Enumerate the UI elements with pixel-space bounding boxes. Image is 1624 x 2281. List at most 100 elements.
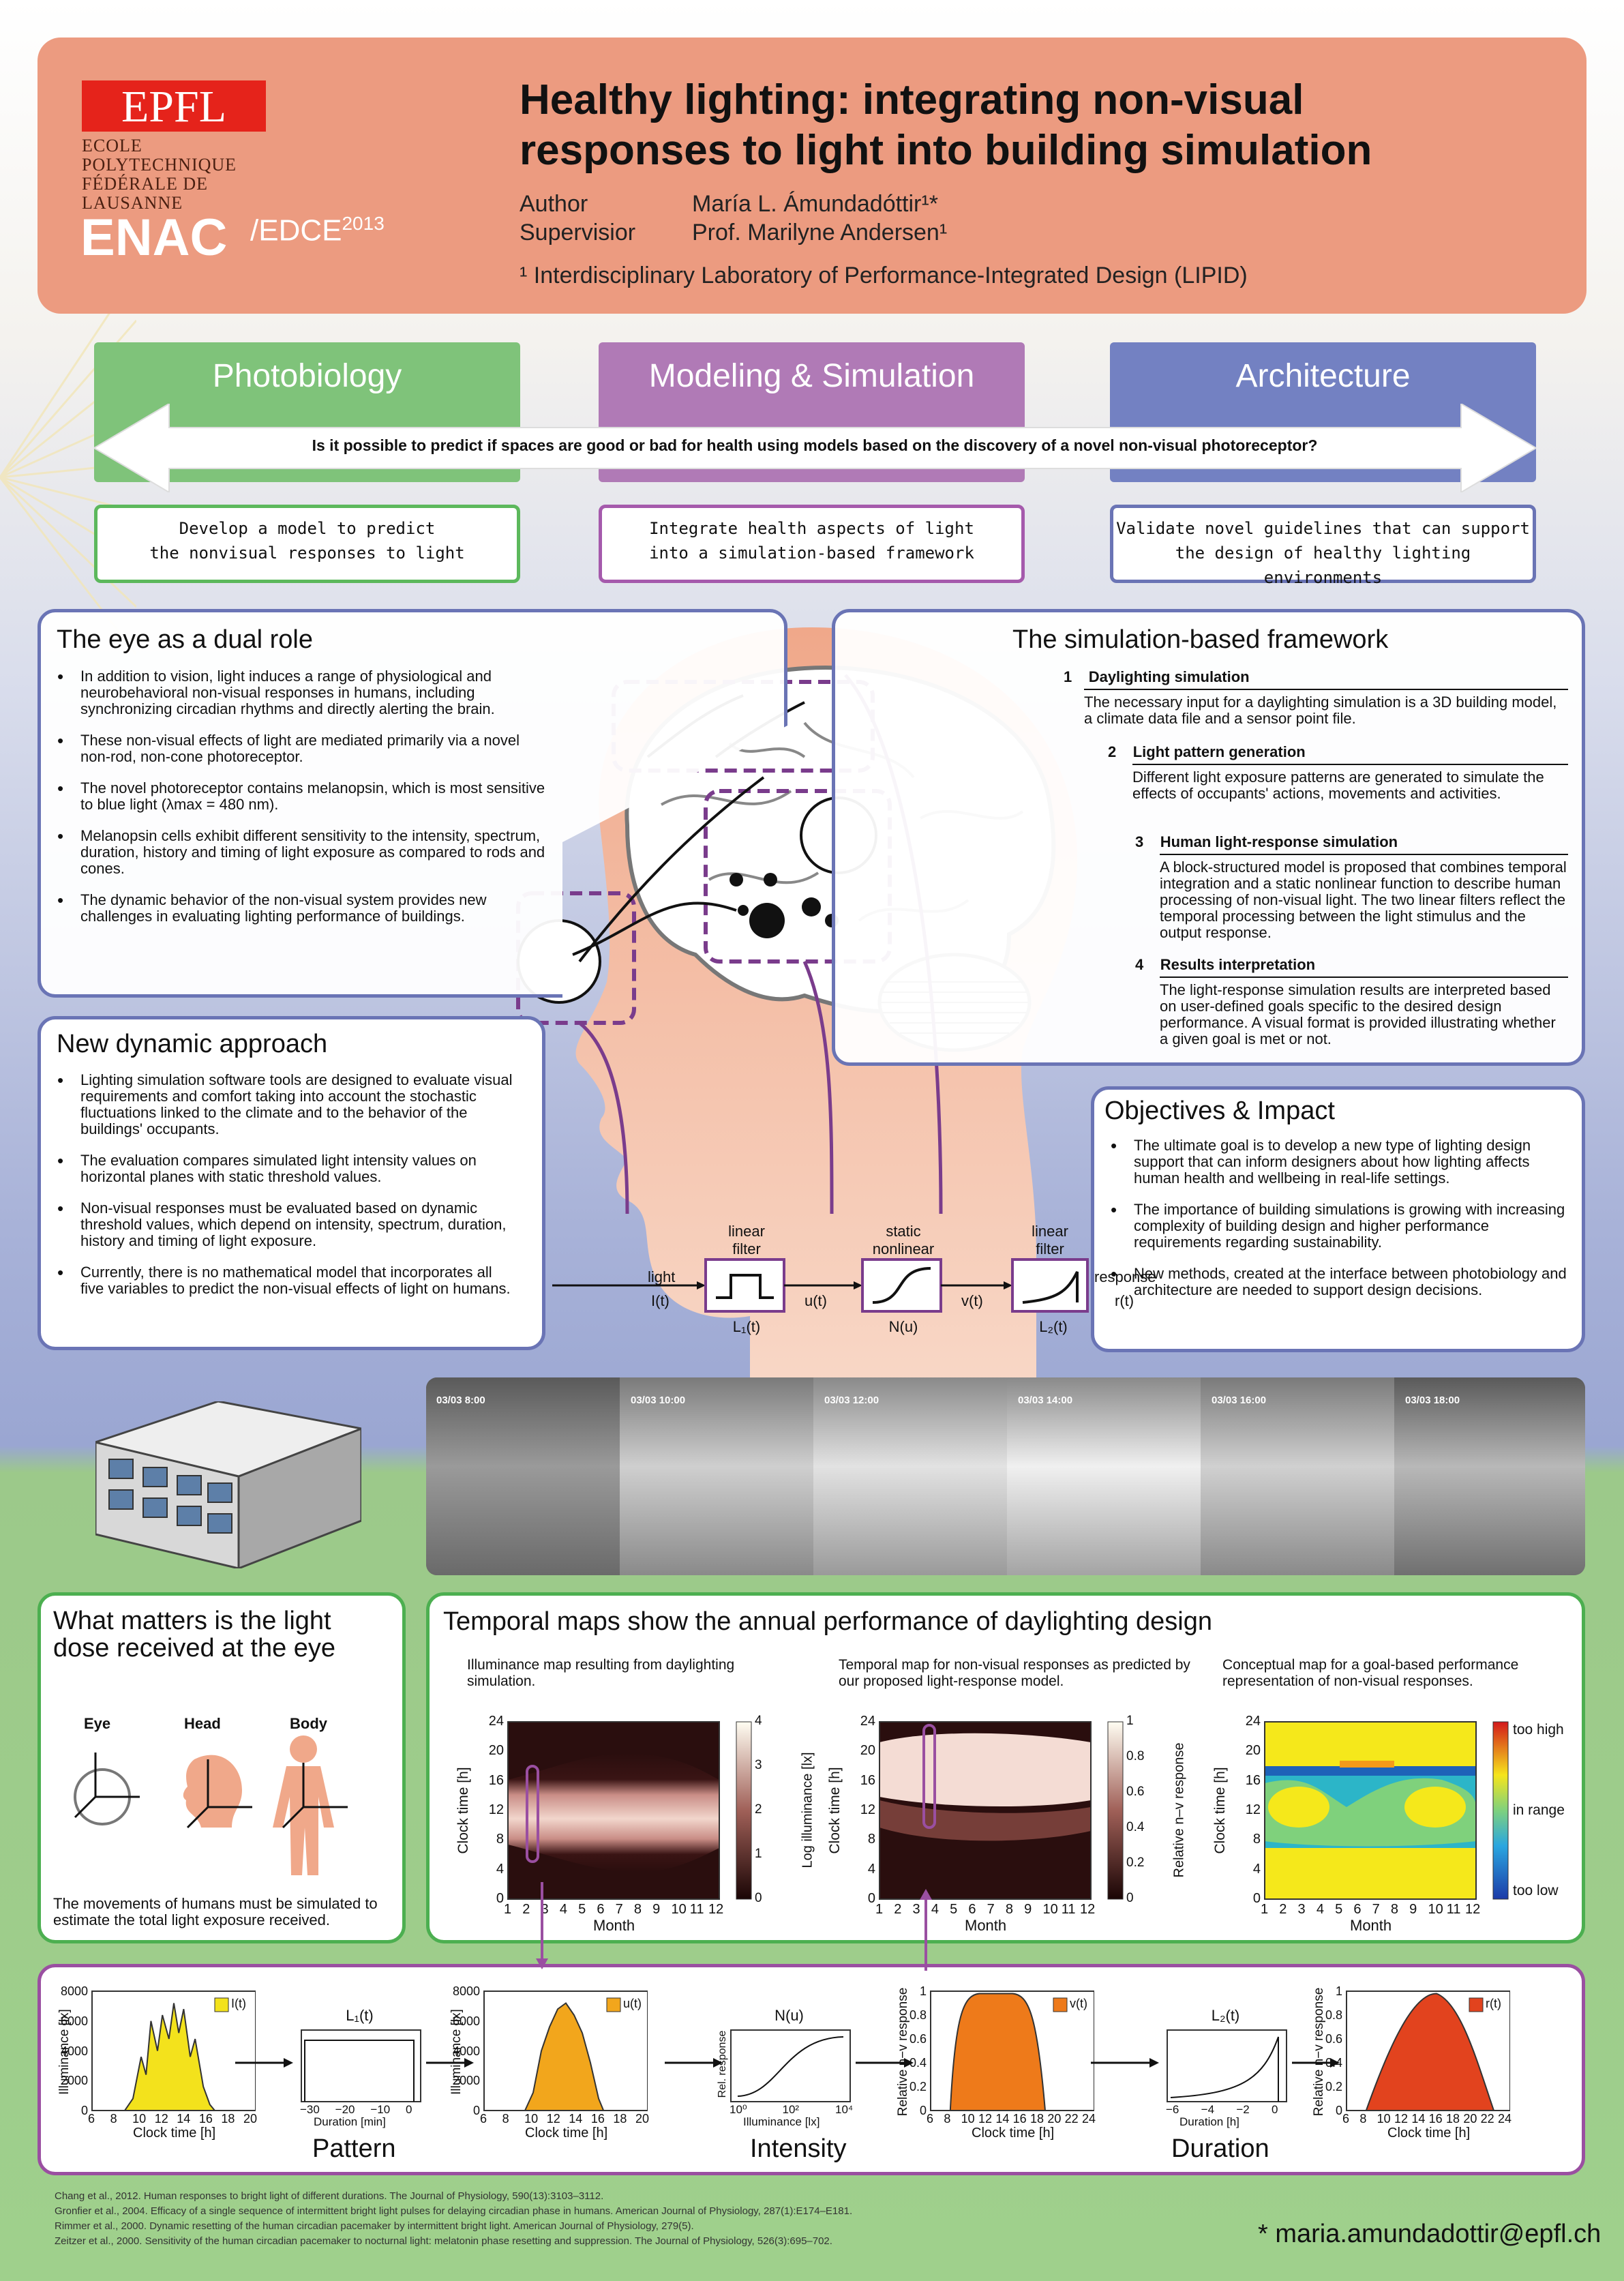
x-tick-label: 8 <box>502 2112 509 2126</box>
y-tick-label: 2000 <box>60 2074 88 2088</box>
y-tick-label: 0 <box>919 2104 927 2117</box>
x-axis-label: Clock time [h] <box>525 2126 608 2141</box>
x-axis-label: Illuminance [lx] <box>743 2115 820 2128</box>
pipeline-chart-filtered <box>483 1991 648 2111</box>
framework-panel-title: The simulation-based framework <box>1012 625 1389 654</box>
framework-step-3: 3 Human light-response simulation A bloc… <box>1135 833 1568 941</box>
filter-title: N(u) <box>775 2007 804 2024</box>
photo-timestamp: 03/03 18:00 <box>1405 1395 1460 1406</box>
y-tick-label: 20 <box>488 1743 504 1759</box>
y-tick-label: 12 <box>488 1802 504 1817</box>
colorbar-label: Relative n–v response <box>1171 1742 1187 1878</box>
pipeline-chart-light-input <box>91 1991 256 2111</box>
stage-label-intensity: Intensity <box>750 2134 847 2163</box>
filter-curve <box>737 2036 844 2097</box>
legend-label: v(t) <box>1070 1997 1087 2010</box>
x-tick-label: 12 <box>708 1902 724 1917</box>
colorbar-tick-label: 0 <box>755 1891 762 1905</box>
y-axis-label: Illuminance [lx] <box>57 2008 72 2095</box>
block-output-sym: r(t) <box>1115 1292 1134 1309</box>
bullet: The novel photoreceptor contains melanop… <box>55 780 545 813</box>
x-tick-label: 5 <box>578 1902 586 1917</box>
x-tick-label: 22 <box>1480 2112 1494 2126</box>
stage-label-pattern: Pattern <box>312 2134 396 2163</box>
label-body: Body <box>290 1715 327 1732</box>
framework-step-2: 2 Light pattern generation Different lig… <box>1108 743 1568 802</box>
y-tick-label: 1 <box>1335 1984 1342 1998</box>
x-tick-label: −2 <box>1236 2103 1250 2116</box>
photo-strip: 03/03 8:00 03/03 10:00 03/03 12:00 03/03… <box>426 1377 1585 1575</box>
y-axis-label: Relative n−v response <box>1312 1987 1326 2116</box>
objectives-panel-title: Objectives & Impact <box>1104 1097 1335 1125</box>
y-tick-label: 20 <box>860 1743 875 1759</box>
y-tick-label: 1 <box>919 1984 927 1998</box>
x-tick-label: 10 <box>1042 1902 1058 1917</box>
y-tick-label: 8000 <box>452 1984 480 1998</box>
x-tick-label: 12 <box>1080 1902 1096 1917</box>
colorbar-tick-label: 1 <box>755 1847 762 1861</box>
x-tick-label: 7 <box>987 1902 995 1917</box>
x-axis-label: Clock time [h] <box>133 2126 216 2141</box>
filter-title: L₂(t) <box>1211 2007 1240 2024</box>
y-tick-label: 8 <box>1252 1832 1261 1847</box>
y-tick-label: 24 <box>860 1714 875 1729</box>
x-tick-label: 1 <box>1261 1902 1269 1917</box>
y-tick-label: 0 <box>1252 1891 1261 1906</box>
x-tick-label: 10 <box>1428 1902 1443 1917</box>
bullet: The importance of building simulations i… <box>1108 1202 1572 1251</box>
x-tick-label: 12 <box>546 2112 560 2126</box>
colorbar-category-label: too low <box>1513 1883 1559 1898</box>
response-map <box>825 1705 1193 1937</box>
poster-title: Healthy lighting: integrating non-visual… <box>520 76 1372 174</box>
filter-title: L₁(t) <box>346 2007 374 2024</box>
filter-curve <box>304 2040 415 2102</box>
x-tick-label: 2 <box>894 1902 902 1917</box>
y-tick-label: 0 <box>1335 2104 1342 2117</box>
x-tick-label: 0 <box>406 2103 412 2116</box>
x-tick-label: 6 <box>480 2112 487 2126</box>
bullet: Non-visual responses must be evaluated b… <box>55 1200 518 1249</box>
x-tick-label: −6 <box>1166 2103 1179 2116</box>
y-tick-label: 4 <box>1252 1861 1261 1877</box>
x-tick-label: 12 <box>978 2112 993 2126</box>
temporal-panel-title: Temporal maps show the annual performanc… <box>443 1607 1212 1636</box>
bullet: The ultimate goal is to develop a new ty… <box>1108 1137 1572 1187</box>
y-tick-label: 12 <box>860 1802 875 1817</box>
y-tick-label: 0 <box>80 2104 88 2117</box>
photo-timestamp: 03/03 16:00 <box>1212 1395 1267 1406</box>
x-tick-label: 8 <box>1359 2112 1367 2126</box>
framework-step-1: 1 Daylighting simulation The necessary i… <box>1064 668 1568 727</box>
x-axis-label: Clock time [h] <box>972 2126 1055 2141</box>
x-tick-label: 10 <box>961 2112 975 2126</box>
x-tick-label: 2 <box>522 1902 530 1917</box>
y-tick-label: 0.2 <box>909 2080 927 2093</box>
x-axis-label: Duration [min] <box>314 2115 386 2128</box>
block-model-diagram: light I(t) linear filter L₁(t) u(t) stat… <box>552 1217 1091 1354</box>
pipeline-chart-nonlinear <box>930 1991 1094 2111</box>
x-tick-label: 10² <box>782 2103 800 2116</box>
x-tick-label: 1 <box>875 1902 884 1917</box>
nonlinear-box <box>730 2029 851 2102</box>
x-tick-label: 6 <box>597 1902 605 1917</box>
x-tick-label: 10⁴ <box>835 2103 854 2116</box>
x-tick-label: 7 <box>615 1902 623 1917</box>
y-tick-label: 16 <box>488 1772 504 1788</box>
x-axis-label: Clock time [h] <box>1387 2126 1471 2141</box>
y-tick-label: 12 <box>1245 1802 1261 1817</box>
x-tick-label: 14 <box>177 2112 191 2126</box>
x-tick-label: 14 <box>995 2112 1010 2126</box>
x-tick-label: 6 <box>1353 1902 1362 1917</box>
x-tick-label: 22 <box>1064 2112 1079 2126</box>
pipeline-chart-response <box>1346 1991 1510 2111</box>
y-tick-label: 0 <box>472 2104 480 2117</box>
y-axis-label: Clock time [h] <box>827 1767 843 1854</box>
contact-email[interactable]: * maria.amundadottir@epfl.ch <box>1258 2220 1602 2248</box>
x-tick-label: 20 <box>1463 2112 1477 2126</box>
bullet: In addition to vision, light induces a r… <box>55 668 545 717</box>
label-head: Head <box>184 1715 221 1732</box>
y-tick-label: 0.8 <box>909 2008 927 2022</box>
goal-architecture: Validate novel guidelines that can suppo… <box>1110 505 1536 587</box>
y-tick-label: 0.6 <box>1325 2032 1342 2046</box>
